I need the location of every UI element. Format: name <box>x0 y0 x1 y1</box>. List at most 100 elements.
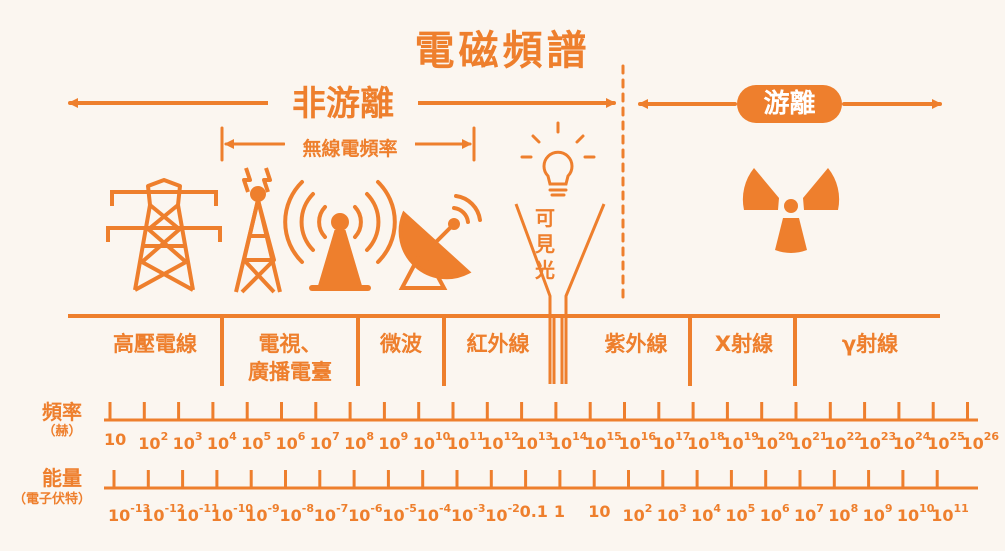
energy-tick-label: 104 <box>691 502 721 525</box>
visible-light-char-3: 光 <box>535 258 555 282</box>
band-gamma: γ射線 <box>841 332 899 356</box>
frequency-tick-base: 10 <box>755 434 778 453</box>
frequency-tick-exponent: 26 <box>983 430 1000 443</box>
frequency-tick-exponent: 25 <box>949 430 965 443</box>
frequency-tick-base: 10 <box>241 434 264 453</box>
energy-tick-exponent: -13 <box>130 502 151 515</box>
frequency-tick-label: 108 <box>344 430 374 453</box>
energy-tick-label: 106 <box>760 502 790 525</box>
energy-tick-base: 10 <box>725 506 748 525</box>
frequency-tick-label: 109 <box>378 430 408 453</box>
visible-light-funnel <box>514 203 606 384</box>
frequency-tick-base: 10 <box>721 434 744 453</box>
frequency-tick-base: 10 <box>549 434 573 453</box>
energy-tick-label: 10-7 <box>314 502 349 525</box>
energy-tick-label: 10-9 <box>245 502 280 525</box>
band-power-lines: 高壓電線 <box>113 332 197 356</box>
frequency-axis-unit: （赫） <box>42 424 82 439</box>
energy-tick-exponent: -7 <box>336 502 349 515</box>
frequency-tick-base: 10 <box>618 434 641 453</box>
energy-tick-exponent: 2 <box>644 502 653 515</box>
frequency-tick-label: 105 <box>241 430 271 453</box>
frequency-tick-base: 10 <box>172 434 195 453</box>
frequency-tick-base: 10 <box>206 434 230 453</box>
energy-tick-label: 105 <box>725 502 755 525</box>
energy-tick-exponent: -5 <box>404 502 417 515</box>
visible-light-char-1: 可 <box>535 206 555 230</box>
frequency-tick-base: 10 <box>344 434 367 453</box>
frequency-tick-label: 107 <box>310 430 340 453</box>
energy-tick-base: 0.1 <box>519 502 548 521</box>
frequency-tick-label: 1026 <box>962 430 1000 453</box>
energy-tick-base: 10 <box>862 506 885 525</box>
energy-tick-base: 10 <box>691 506 714 525</box>
page-title: 電磁頻譜 <box>414 28 591 74</box>
energy-tick-label: 107 <box>794 502 824 525</box>
frequency-tick-base: 10 <box>275 434 298 453</box>
energy-tick-base: 10 <box>245 506 268 525</box>
frequency-tick-exponent: 2 <box>160 430 169 443</box>
energy-tick-exponent: -8 <box>301 502 314 515</box>
band-tv-radio-line1: 電視、 <box>258 332 322 356</box>
band-xray: X射線 <box>714 332 774 356</box>
frequency-tick-exponent: 17 <box>675 430 691 443</box>
frequency-tick-base: 10 <box>481 434 504 453</box>
frequency-tick-label: 1023 <box>859 430 897 453</box>
energy-tick-base: 10 <box>622 506 645 525</box>
energy-tick-base: 10 <box>279 506 302 525</box>
frequency-tick-base: 10 <box>790 434 813 453</box>
frequency-tick-base: 10 <box>138 434 161 453</box>
frequency-tick-exponent: 3 <box>194 430 203 443</box>
light-bulb-icon <box>520 121 596 197</box>
energy-tick-label: 10-2 <box>485 502 520 525</box>
frequency-tick-base: 10 <box>515 434 538 453</box>
energy-tick-label: 10-5 <box>382 502 417 525</box>
energy-tick-exponent: 7 <box>816 502 824 515</box>
frequency-tick-label: 1025 <box>927 430 965 453</box>
band-tv-radio: 電視、 廣播電臺 <box>226 330 354 386</box>
energy-tick-label: 10-10 <box>211 502 253 525</box>
energy-tick-exponent: -2 <box>507 502 520 515</box>
band-microwave: 微波 <box>380 332 422 356</box>
broadcast-antenna-icon <box>283 180 397 291</box>
frequency-tick-exponent: 15 <box>606 430 622 443</box>
transmission-tower-icon <box>106 178 222 292</box>
energy-tick-exponent: 10 <box>919 502 935 515</box>
ionizing-badge: 游離 <box>737 85 842 123</box>
frequency-tick-base: 10 <box>309 434 333 453</box>
energy-tick-exponent: -10 <box>233 502 254 515</box>
frequency-tick-label: 1018 <box>687 430 725 453</box>
energy-tick-base: 10 <box>176 506 199 525</box>
frequency-tick-exponent: 23 <box>880 430 897 443</box>
frequency-axis-line <box>104 402 978 422</box>
frequency-tick-exponent: 6 <box>297 430 306 443</box>
frequency-tick-exponent: 14 <box>572 430 588 443</box>
frequency-tick-base: 10 <box>584 434 607 453</box>
frequency-tick-exponent: 4 <box>229 430 237 443</box>
energy-tick-base: 10 <box>313 506 337 525</box>
radiation-icon <box>742 168 840 253</box>
energy-tick-exponent: 8 <box>850 502 859 515</box>
energy-tick-label: 109 <box>863 502 893 525</box>
satellite-dish-icon <box>398 194 482 290</box>
non-ionizing-label: 非游離 <box>268 76 418 125</box>
frequency-tick-base: 10 <box>447 434 470 453</box>
energy-tick-label: 10-6 <box>348 502 383 525</box>
energy-tick-exponent: -6 <box>370 502 383 515</box>
energy-axis-line <box>104 470 978 490</box>
energy-tick-exponent: -4 <box>438 502 452 515</box>
frequency-tick-base: 10 <box>824 434 847 453</box>
energy-tick-exponent: 4 <box>713 502 722 515</box>
energy-tick-label: 10-8 <box>280 502 315 525</box>
frequency-tick-label: 102 <box>138 430 168 453</box>
frequency-tick-label: 1011 <box>447 430 485 453</box>
energy-tick-exponent: 3 <box>679 502 687 515</box>
frequency-tick-label: 1021 <box>790 430 828 453</box>
energy-tick-base: 10 <box>485 506 508 525</box>
frequency-tick-exponent: 18 <box>709 430 725 443</box>
frequency-tick-base: 10 <box>687 434 710 453</box>
energy-axis-unit: （電子伏特） <box>12 492 91 507</box>
frequency-tick-label: 1014 <box>550 430 588 453</box>
energy-tick-label: 108 <box>828 502 858 525</box>
energy-tick-label: 10-3 <box>451 502 486 525</box>
